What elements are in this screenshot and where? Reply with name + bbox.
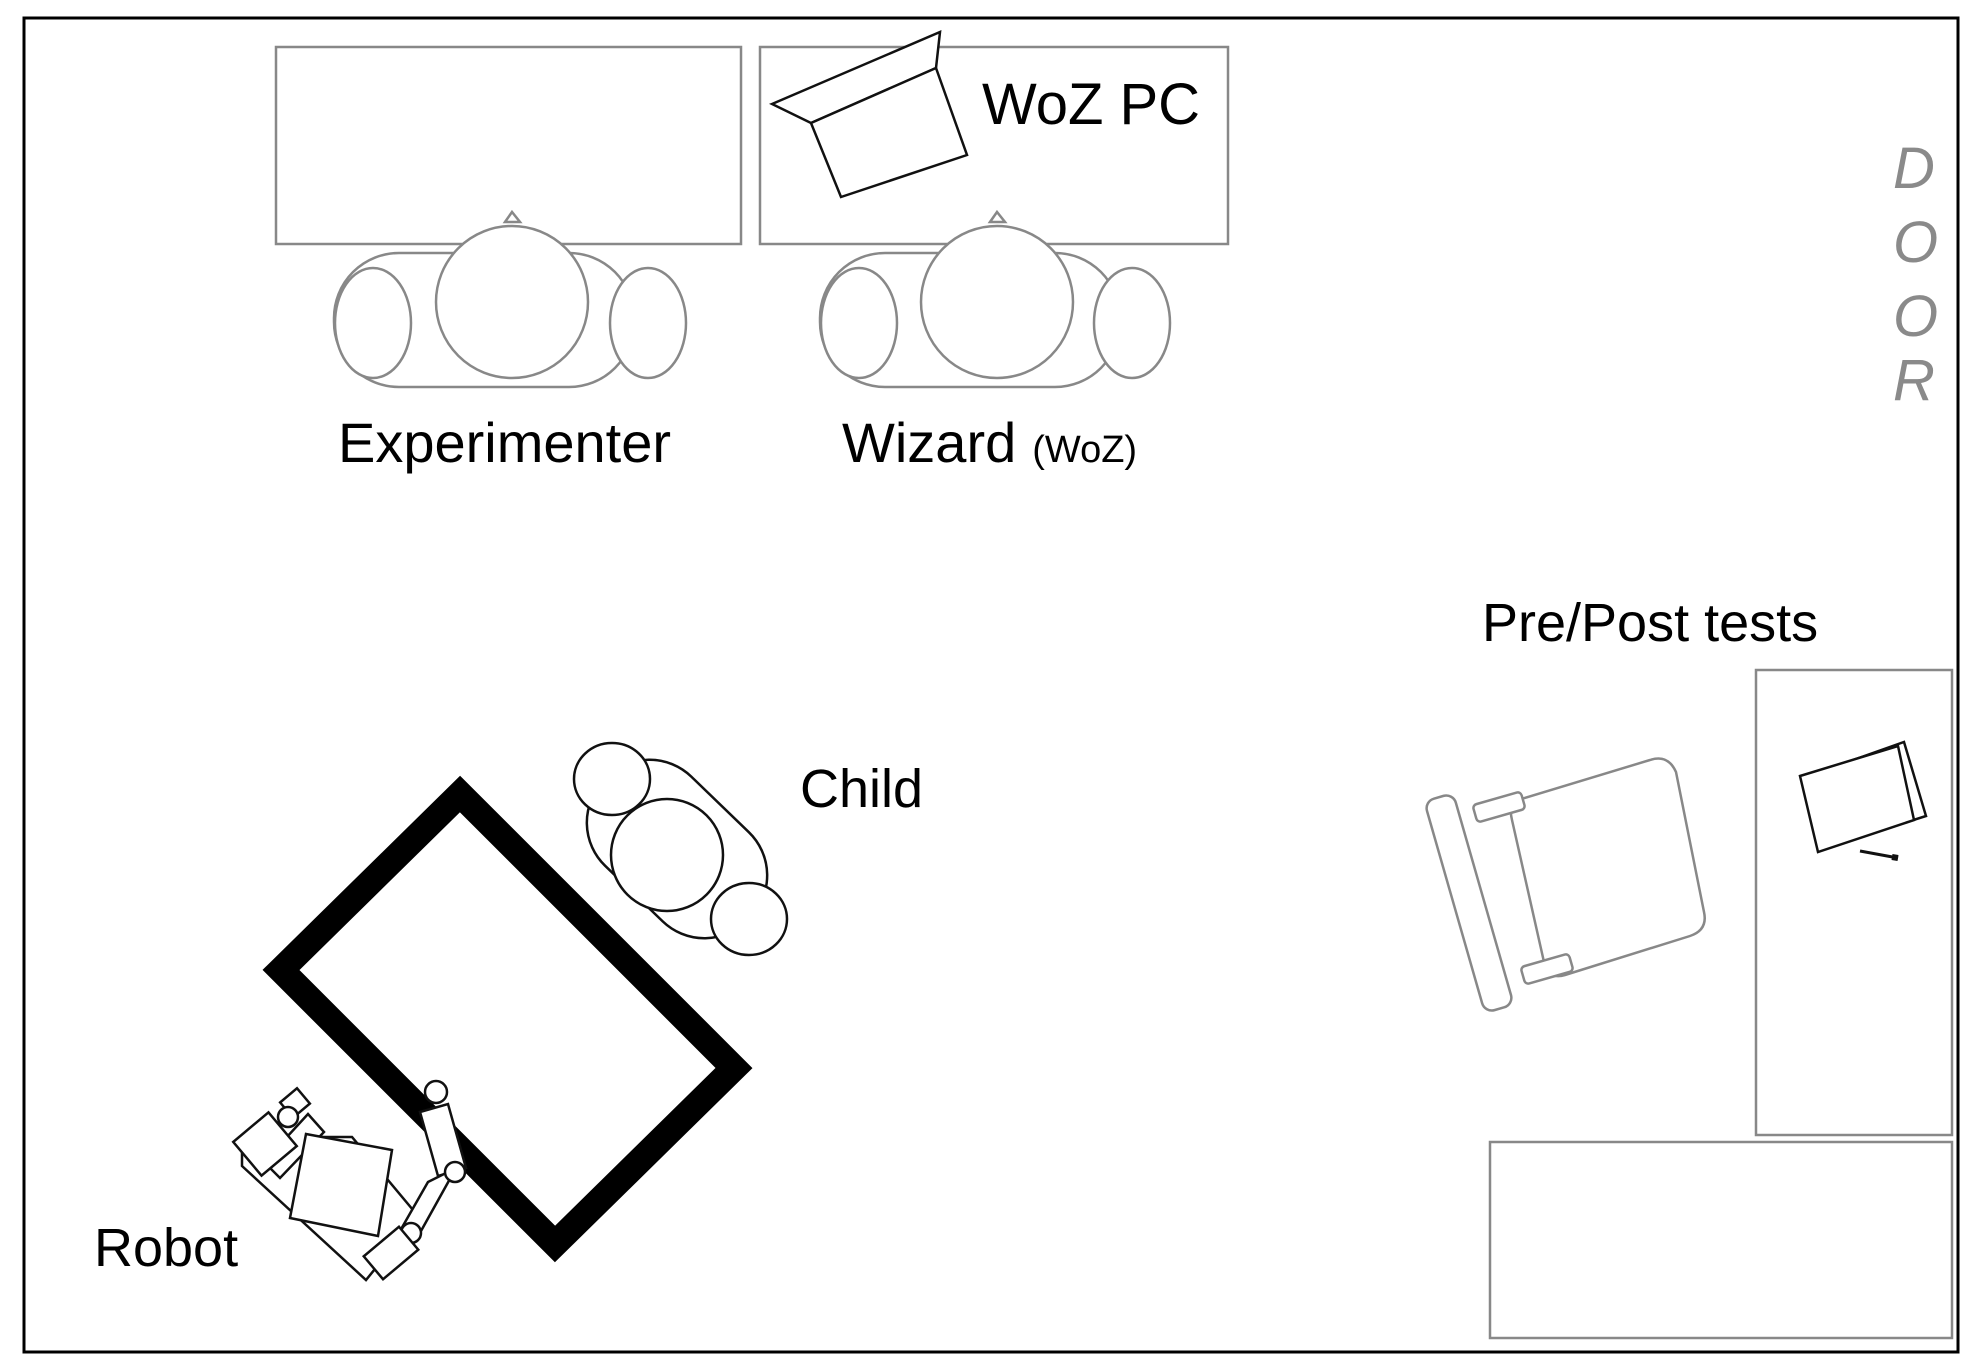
woz-pc-label: WoZ PC xyxy=(982,72,1200,137)
svg-text:O: O xyxy=(1893,284,1938,349)
pre-post-tests-label: Pre/Post tests xyxy=(1482,593,1818,653)
svg-text:D: D xyxy=(1893,136,1935,201)
wizard-label: Wizard(WoZ) xyxy=(842,411,1137,474)
child-label: Child xyxy=(800,759,923,819)
laptop-icon xyxy=(768,30,969,199)
room-outline xyxy=(22,16,1960,1354)
door-label: D O O R xyxy=(1893,136,1938,413)
wizard-person-icon xyxy=(818,209,1172,389)
experimenter-desk xyxy=(274,45,743,246)
experimenter-person-icon xyxy=(332,209,688,389)
svg-text:O: O xyxy=(1893,210,1938,275)
armchair-icon xyxy=(1425,757,1706,1012)
pre-post-tests-table-horizontal xyxy=(1488,1140,1954,1340)
child-person-icon xyxy=(572,741,789,957)
pre-post-tests-table-vertical xyxy=(1754,668,1954,1137)
experimenter-label: Experimenter xyxy=(338,411,671,474)
robot-label: Robot xyxy=(94,1218,238,1278)
play-mat xyxy=(262,775,753,1263)
robot-icon xyxy=(231,1079,468,1282)
papers-icon xyxy=(1798,740,1928,861)
svg-text:R: R xyxy=(1893,348,1935,413)
